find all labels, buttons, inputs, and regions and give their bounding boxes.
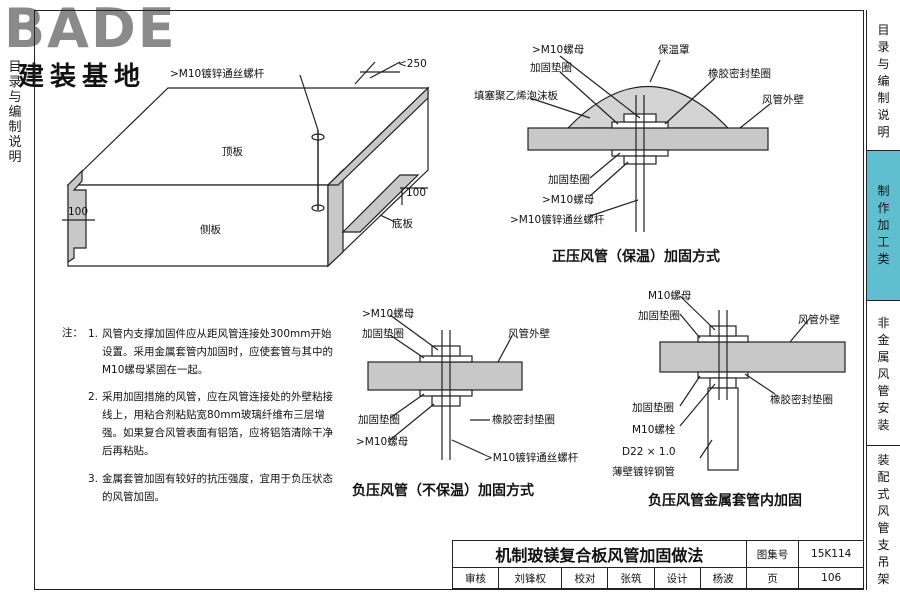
label-sleeve-pipe: 薄壁镀锌钢管	[612, 466, 675, 478]
label-pos-duct-wall: 风管外壁	[762, 94, 804, 106]
iso-duct-drawing	[62, 61, 430, 268]
design-label: 设计	[653, 567, 701, 589]
negative-pressure-drawing	[367, 314, 523, 460]
checker-name: 张筑	[607, 567, 655, 589]
label-pos-washer-bottom: 加固垫圈	[548, 174, 590, 186]
label-pos-foam: 填塞聚乙烯泡沫板	[474, 90, 558, 102]
sidebar-item-label: 装配式风管支吊架	[877, 453, 890, 586]
label-bottom-panel: 底板	[392, 218, 413, 230]
drawing-frame	[34, 10, 864, 590]
label-neg-duct-wall: 风管外壁	[508, 328, 550, 340]
atlas-label: 图集号	[745, 540, 800, 568]
sidebar-item-label: 制作加工类	[877, 184, 890, 266]
sidebar-item-nonmetal-install[interactable]: 非金属风管安装	[866, 300, 900, 445]
label-pos-rubber-pad: 橡胶密封垫圈	[708, 68, 771, 80]
caption-sleeve: 负压风管金属套管内加固	[648, 493, 802, 509]
label-neg-nut-bottom: >M10螺母	[356, 436, 409, 448]
sidebar-item-fabrication[interactable]: 制作加工类	[866, 150, 900, 300]
label-sleeve-washer-top: 加固垫圈	[638, 310, 680, 322]
label-sleeve-washer-bottom: 加固垫圈	[632, 402, 674, 414]
label-pos-rod: >M10镀锌通丝螺杆	[510, 214, 605, 226]
label-pos-insulation-cover: 保温罩	[658, 44, 690, 56]
drawing-title: 机制玻镁复合板风管加固做法	[452, 540, 747, 568]
notes-label: 注：	[62, 327, 83, 339]
title-block: 机制玻镁复合板风管加固做法 图集号 15K114 审核 刘锋权 校对 张筑 设计…	[451, 540, 864, 589]
label-neg-washer-bottom: 加固垫圈	[358, 414, 400, 426]
positive-pressure-drawing	[527, 55, 771, 232]
note-item: 2. 采用加固措施的风管，应在风管连接处的外壁粘接线上，用粘合剂粘贴宽80mm玻…	[88, 391, 333, 457]
label-neg-nut-top: >M10螺母	[362, 308, 415, 320]
review-label: 审核	[451, 567, 500, 589]
sidebar-item-support-hanger[interactable]: 装配式风管支吊架	[866, 445, 900, 590]
check-label: 校对	[561, 567, 609, 589]
sidebar-item-label: 目录与编制说明	[877, 23, 890, 139]
label-pos-nut-bottom: >M10螺母	[542, 194, 595, 206]
sidebar-item-label: 非金属风管安装	[877, 316, 890, 432]
note-item: 1. 风管内支撑加固件应从距风管连接处300mm开始设置。采用金属套管内加固时，…	[88, 328, 333, 376]
page-label: 页	[745, 567, 800, 589]
label-sleeve-duct-wall: 风管外壁	[798, 314, 840, 326]
label-side-panel: 侧板	[200, 224, 221, 236]
caption-negative: 负压风管（不保温）加固方式	[352, 483, 534, 499]
dim-100-right: 100	[406, 187, 427, 199]
caption-positive: 正压风管（保温）加固方式	[552, 249, 720, 265]
dim-250: <250	[398, 58, 427, 70]
atlas-number: 15K114	[798, 540, 864, 568]
reviewer-name: 刘锋权	[498, 567, 563, 589]
dim-100-left: 100	[68, 206, 89, 218]
left-strip-text: 目录与 编制说 明	[8, 60, 22, 165]
label-top-panel: 顶板	[222, 146, 243, 158]
designer-name: 杨波	[699, 567, 747, 589]
label-pos-nut-top: >M10螺母	[532, 44, 585, 56]
brand-subtitle: 建装基地	[18, 62, 147, 92]
label-neg-rod: >M10镀锌通丝螺杆	[484, 452, 579, 464]
label-sleeve-bolt: M10螺栓	[632, 424, 676, 436]
label-neg-rubber-pad: 橡胶密封垫圈	[492, 414, 555, 426]
label-sleeve-pipe-size: D22 × 1.0	[622, 446, 676, 458]
sleeve-reinforcement-drawing	[659, 295, 846, 471]
page-number: 106	[798, 567, 864, 589]
label-sleeve-nut-top: M10螺母	[648, 290, 692, 302]
label-rod-iso: >M10镀锌通丝螺杆	[170, 68, 265, 80]
note-item: 3. 金属套管加固有较好的抗压强度，宜用于负压状态的风管加固。	[88, 473, 333, 503]
label-neg-washer-top: 加固垫圈	[362, 328, 404, 340]
label-sleeve-rubber-pad: 橡胶密封垫圈	[770, 394, 833, 406]
sidebar-item-contents[interactable]: 目录与编制说明	[866, 10, 900, 150]
label-pos-washer-top: 加固垫圈	[530, 62, 572, 74]
